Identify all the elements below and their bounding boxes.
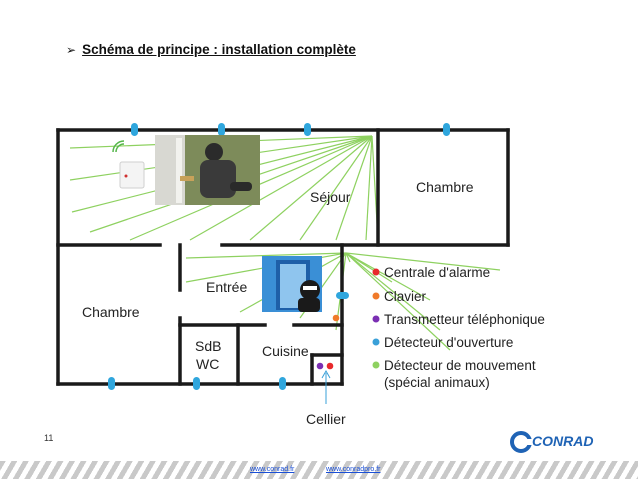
link-conrad[interactable]: www.conrad.fr (250, 466, 295, 473)
motion-ray (345, 252, 441, 331)
legend-label-opening-detector: Détecteur d'ouverture (384, 335, 513, 350)
conrad-logo-icon (510, 431, 532, 453)
legend-dot-transmitter (372, 315, 380, 323)
room-label-chambre-left: Chambre (82, 304, 140, 320)
conrad-logo: CONRAD (532, 433, 594, 449)
legend-dot-central-alarm (372, 268, 380, 276)
motion-ray (345, 252, 431, 301)
burglar-window-photo (155, 135, 260, 205)
legend-dot-opening-detector (372, 338, 380, 346)
sensor-door (336, 292, 349, 299)
legend-label-transmitter: Transmetteur téléphonique (384, 312, 545, 327)
legend-label-motion-detector: Détecteur de mouvement (384, 358, 536, 373)
sensor-bottom-3 (279, 377, 286, 390)
room-label-chambre-top: Chambre (416, 179, 474, 195)
motion-ray (345, 252, 501, 271)
legend-dot-motion-detector (372, 361, 380, 369)
link-conradpro[interactable]: www.conradpro.fr (326, 466, 381, 473)
room-label-cuisine: Cuisine (262, 343, 309, 359)
legend-dot-keypad (372, 292, 380, 300)
keypad-dot (332, 314, 340, 322)
motion-ray (335, 135, 373, 241)
motion-ray (345, 252, 351, 263)
motion-ray (189, 135, 373, 241)
cellier-devices (316, 362, 334, 370)
sensor-top-4 (443, 123, 450, 136)
sensor-top-1 (131, 123, 138, 136)
legend: Centrale d'alarme Clavier Transmetteur t… (372, 265, 545, 390)
arrow-bullet-icon: ➢ (66, 42, 77, 57)
sensor-top-3 (304, 123, 311, 136)
sensor-top-2 (218, 123, 225, 136)
sensor-bottom-1 (108, 377, 115, 390)
legend-label-keypad: Clavier (384, 289, 427, 304)
room-label-entree: Entrée (206, 279, 247, 295)
room-label-sdb: SdB (195, 338, 221, 354)
room-label-cellier: Cellier (306, 411, 346, 427)
legend-sub-label: (spécial animaux) (384, 375, 490, 390)
slide-title: ➢ Schéma de principe : installation comp… (66, 42, 356, 57)
motion-ray (185, 252, 347, 259)
room-label-sejour: Séjour (310, 189, 351, 205)
motion-ray (249, 135, 373, 241)
wireless-sensor-icon (112, 140, 145, 189)
burglar-door-image (262, 256, 322, 312)
page-number: 11 (44, 433, 54, 443)
motion-ray (345, 252, 451, 351)
footer-stripes (0, 461, 638, 479)
legend-label-central-alarm: Centrale d'alarme (384, 265, 490, 280)
sensor-bottom-2 (193, 377, 200, 390)
central-alarm-dot (326, 362, 334, 370)
room-label-wc: WC (196, 356, 219, 372)
opening-sensors (108, 123, 450, 390)
motion-ray (365, 135, 373, 241)
motion-ray (299, 135, 373, 241)
transmitter-dot (316, 362, 324, 370)
